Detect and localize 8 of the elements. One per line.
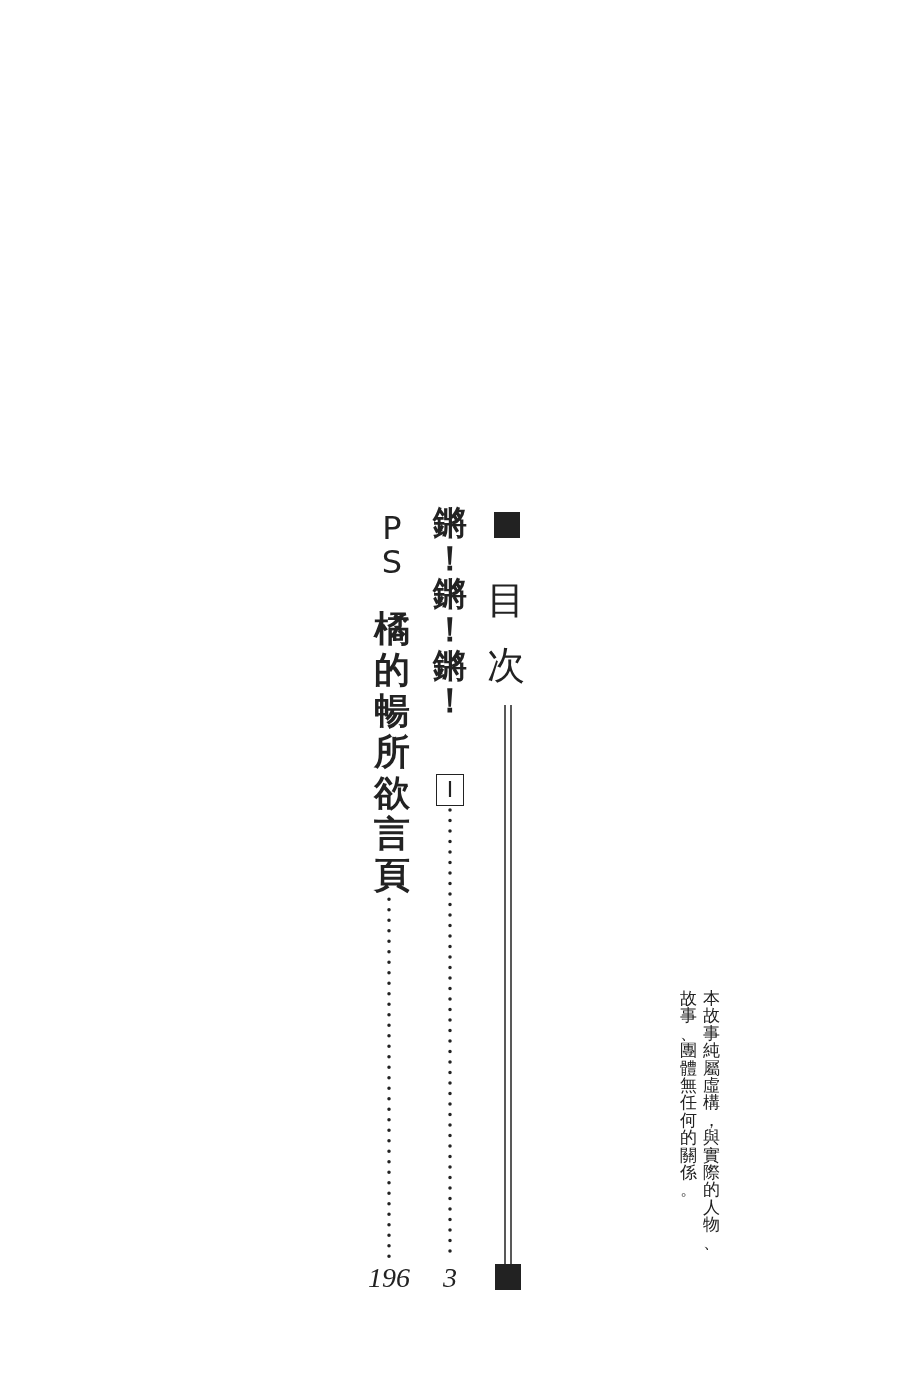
chapter-title: 鏘！鏘！鏘！: [433, 505, 467, 720]
disclaimer-note: 本故事純屬虛構，與實際的人物、故事、團體無任何的關係。: [680, 990, 720, 1252]
page-number: 3: [443, 1264, 457, 1292]
chapter-title: 橘的暢所欲言頁: [374, 608, 410, 896]
volume-number: I: [436, 774, 464, 806]
page-number: 196: [368, 1264, 410, 1292]
section-prefix: PS: [380, 512, 404, 580]
heading: 目次: [487, 577, 525, 689]
